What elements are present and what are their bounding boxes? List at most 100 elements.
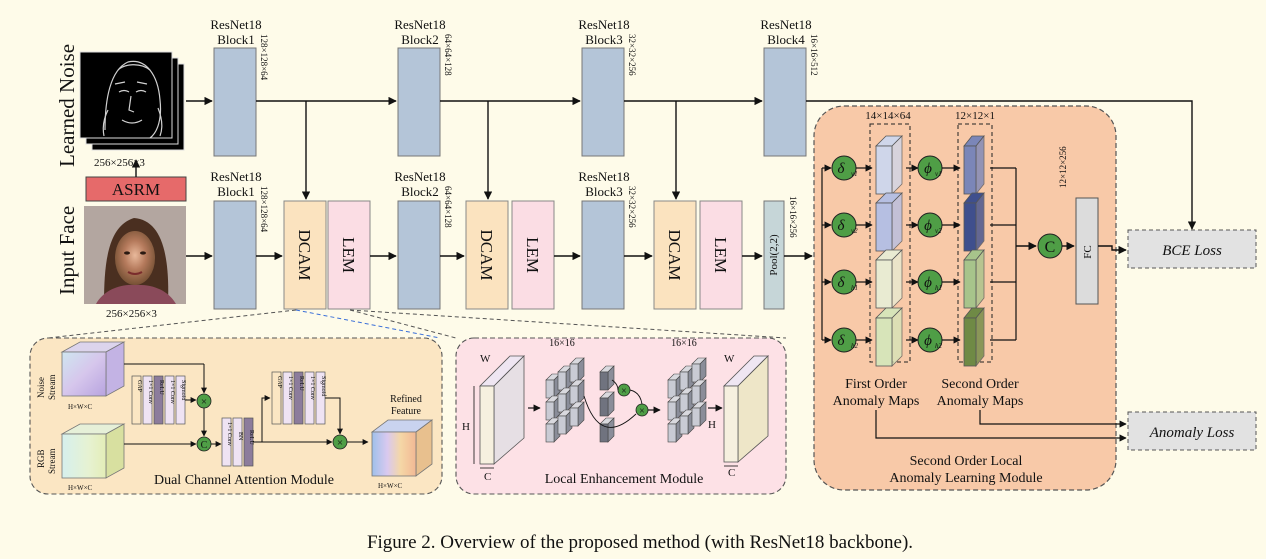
solal-title-1: Second Order Local <box>910 454 1023 469</box>
noise-block2-dims: 64×64×128 <box>443 34 453 76</box>
noise-resnet-block3 <box>581 47 625 157</box>
dcam-concat-label: C <box>201 440 208 451</box>
dcam1-box <box>283 200 327 310</box>
noise-resnet-block1 <box>213 47 257 157</box>
lem-multiply-2-sign: × <box>639 406 645 417</box>
noise-resnet-block4 <box>763 47 807 157</box>
lem-grid-dims-1: 16×16 <box>549 338 575 349</box>
dcam-second-conv1: 1×1 Conv <box>287 376 293 400</box>
noise-block2-sub: Block2 <box>401 32 439 47</box>
second-order-title-2: Anomaly Maps <box>937 394 1024 409</box>
lem-left-patch-2 <box>569 363 579 383</box>
second-map-v2 <box>963 202 977 252</box>
dcam-upper-conv2: 1×1 Conv <box>169 380 175 404</box>
first-map-side-v1 <box>891 135 903 195</box>
rgb-block3-title: ResNet18 <box>578 169 629 184</box>
lem-input-slab <box>479 355 525 465</box>
dcam-upper-conv1: 1×1 Conv <box>147 380 153 404</box>
lem-right-patch-5 <box>691 385 701 405</box>
phi-sub-h1: h1 <box>935 284 942 292</box>
bce-loss-label: BCE Loss <box>1162 243 1222 259</box>
lem-left-patch-6 <box>545 423 555 443</box>
dcam-second-conv2: 1×1 Conv <box>309 376 315 400</box>
solal-dims-first: 14×14×64 <box>865 110 911 122</box>
second-map-h2 <box>963 317 977 367</box>
lem-left-patch-5 <box>569 385 579 405</box>
rgb-resnet-block3 <box>581 200 625 310</box>
dcam-upper-sigmoid: Sigmoid <box>180 380 186 400</box>
rgb-block3-dims: 32×32×256 <box>627 186 637 228</box>
noise-stream-label-1: Noise <box>36 377 46 398</box>
input-face-image <box>84 206 186 304</box>
figure-caption: Figure 2. Overview of the proposed metho… <box>367 532 913 553</box>
first-map-v2 <box>875 202 893 252</box>
lem-left-patch-7 <box>557 415 567 435</box>
rgb-block1-title: ResNet18 <box>210 169 261 184</box>
rgb-block1-dims: 128×128×64 <box>259 186 269 233</box>
lem-right-patch-7 <box>679 415 689 435</box>
noise-block1-sub: Block1 <box>217 32 255 47</box>
noise-block3-sub: Block3 <box>585 32 623 47</box>
input-face-label: Input Face <box>55 206 79 295</box>
first-order-title-1: First Order <box>845 377 907 392</box>
bce-loss-box <box>1127 229 1257 269</box>
rgb-stream-label-1: RGB <box>36 449 46 468</box>
lem-left-patch-4 <box>557 393 567 413</box>
lem-mid-patch-1 <box>599 397 609 417</box>
dcam-second-relu: ReLU <box>298 376 304 391</box>
learned-noise-image-stack <box>79 51 185 151</box>
phi-sub-v1: v1 <box>935 170 942 178</box>
dcam2-label: DCAM <box>477 229 496 280</box>
refined-feature-cube <box>370 419 434 477</box>
second-map-side-v2 <box>975 191 985 253</box>
pool-dims: 16×16×256 <box>788 196 798 238</box>
second-map-v1 <box>963 145 977 195</box>
second-order-title-1: Second Order <box>941 377 1019 392</box>
dcam3-label: DCAM <box>665 229 684 280</box>
dcam-upper-gap: GAP <box>136 380 142 393</box>
lem-right-patch-8 <box>691 407 701 427</box>
lem-output-slab <box>723 355 769 463</box>
second-map-side-v1 <box>975 134 985 196</box>
noise-block3-dims: 32×32×256 <box>627 34 637 76</box>
lem-right-patch-4 <box>679 393 689 413</box>
pool-label: Pool(2,2) <box>768 234 780 276</box>
solal-dims-second: 12×12×1 <box>955 110 995 122</box>
lem-right-patch-2 <box>691 363 701 383</box>
lem-right-patch-6 <box>667 423 677 443</box>
lem-multiply-1-sign: × <box>621 386 627 397</box>
phi-label-v1: ϕ <box>924 161 932 177</box>
phi-sub-v2: v2 <box>935 227 942 235</box>
dcam3-box <box>653 200 697 310</box>
noise-block1-dims: 128×128×64 <box>259 34 269 81</box>
fc-label: FC <box>1082 245 1094 258</box>
lem-c-right: C <box>728 467 735 479</box>
dcam-lower-relu: ReLU <box>248 430 254 445</box>
delta-label-v1: δ <box>838 161 846 177</box>
lem-right-patch-0 <box>667 379 677 399</box>
dcam-multiply-1-sign: × <box>201 396 207 408</box>
refined-label-2: Feature <box>391 406 422 417</box>
second-map-side-h2 <box>975 306 985 368</box>
dcam-lower-bn: BN <box>237 432 243 441</box>
dcam-multiply-2-sign: × <box>337 437 343 449</box>
face-dims: 256×256×3 <box>106 308 157 320</box>
first-map-side-h1 <box>891 249 903 309</box>
rgb-block2-sub: Block2 <box>401 184 439 199</box>
lem-left-patch-1 <box>557 371 567 391</box>
noise-stream-cube <box>60 341 126 397</box>
lem-right-patch-3 <box>667 401 677 421</box>
lem1-box <box>327 200 371 310</box>
phi-sub-h2: h2 <box>935 342 943 350</box>
dcam-lower-conv: 1×1 Conv <box>226 422 232 446</box>
phi-label-h1: ϕ <box>924 275 932 291</box>
first-map-v1 <box>875 145 893 195</box>
lem1-label: LEM <box>339 237 358 273</box>
learned-noise-label: Learned Noise <box>55 44 79 167</box>
asrm-box <box>85 176 187 202</box>
noise-stream-label-2: Stream <box>47 375 57 401</box>
delta-label-h2: δ <box>838 333 846 349</box>
noise-block4-dims: 16×16×512 <box>809 34 819 76</box>
fc-box <box>1075 197 1099 305</box>
